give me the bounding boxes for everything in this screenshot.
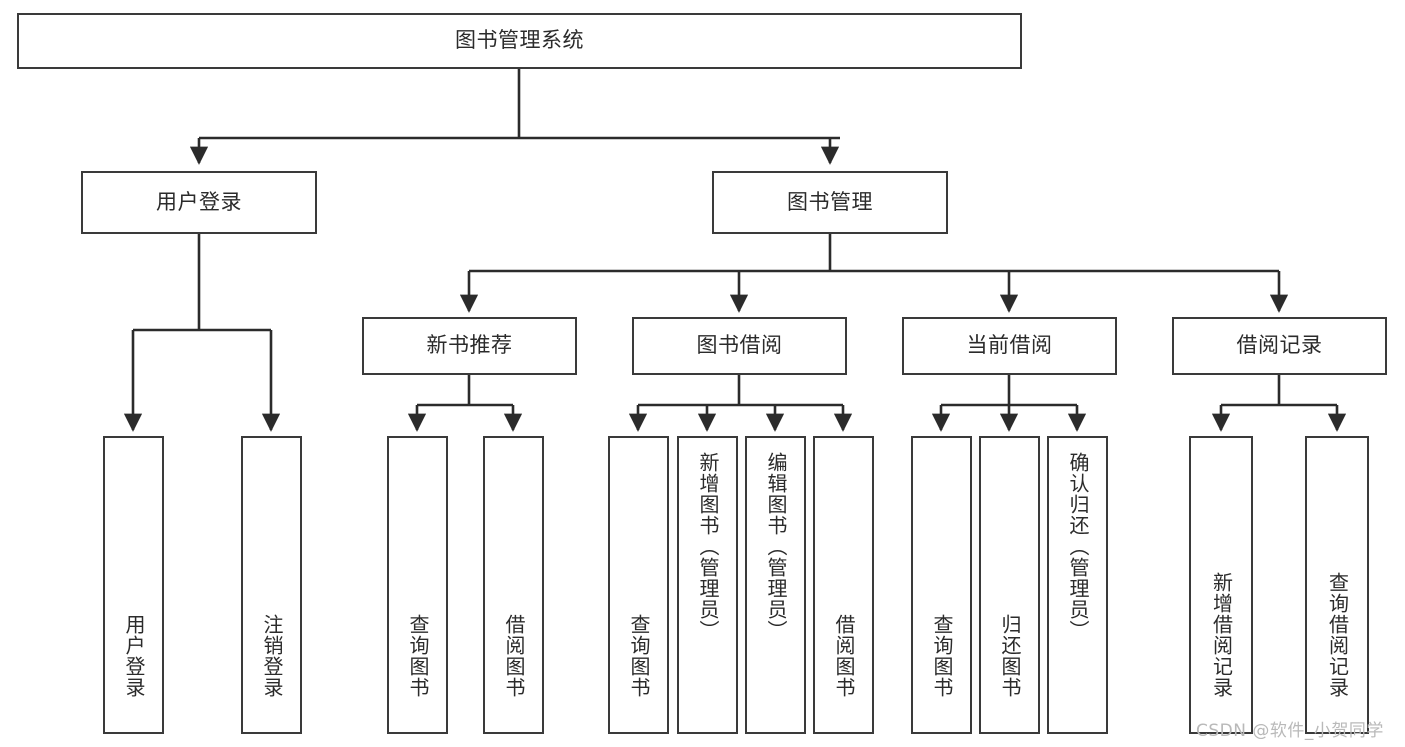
leaf-borrow-query-book[interactable]: 查询图书: [608, 436, 669, 734]
node-borrow-record-label: 借阅记录: [1236, 333, 1323, 358]
node-new-book-recommend-label: 新书推荐: [426, 333, 513, 358]
leaf-label: 查询图书: [627, 614, 651, 698]
leaf-record-add-record[interactable]: 新增借阅记录: [1189, 436, 1253, 734]
leaf-label: 借阅图书: [502, 614, 526, 698]
node-book-management[interactable]: 图书管理: [712, 171, 948, 234]
node-book-borrow-label: 图书借阅: [696, 333, 783, 358]
leaf-user-login-logout[interactable]: 注销登录: [241, 436, 302, 734]
leaf-label: 注销登录: [260, 614, 284, 698]
leaf-label: 查询借阅记录: [1325, 572, 1350, 698]
node-user-login-label: 用户登录: [156, 189, 242, 214]
node-root[interactable]: 图书管理系统: [17, 13, 1022, 69]
leaf-borrow-borrow-book[interactable]: 借阅图书: [813, 436, 874, 734]
leaf-new-book-borrow[interactable]: 借阅图书: [483, 436, 544, 734]
leaf-label: 确认归还（管理员）: [1066, 452, 1090, 641]
node-user-login[interactable]: 用户登录: [81, 171, 317, 234]
node-book-borrow[interactable]: 图书借阅: [632, 317, 847, 375]
leaf-user-login-login[interactable]: 用户登录: [103, 436, 164, 734]
leaf-current-confirm-return-admin[interactable]: 确认归还（管理员）: [1047, 436, 1108, 734]
node-root-label: 图书管理系统: [455, 28, 584, 53]
leaf-borrow-edit-book-admin[interactable]: 编辑图书（管理员）: [745, 436, 806, 734]
leaf-borrow-add-book-admin[interactable]: 新增图书（管理员）: [677, 436, 738, 734]
leaf-label: 查询图书: [930, 614, 954, 698]
node-book-management-label: 图书管理: [787, 189, 873, 214]
leaf-label: 新增借阅记录: [1209, 572, 1234, 698]
leaf-label: 用户登录: [122, 614, 146, 698]
leaf-record-query-record[interactable]: 查询借阅记录: [1305, 436, 1369, 734]
csdn-watermark: CSDN @软件_小贺同学: [1196, 721, 1384, 741]
leaf-label: 新增图书（管理员）: [696, 452, 720, 641]
node-current-borrow[interactable]: 当前借阅: [902, 317, 1117, 375]
leaf-label: 编辑图书（管理员）: [764, 452, 788, 641]
leaf-label: 归还图书: [998, 614, 1022, 698]
node-new-book-recommend[interactable]: 新书推荐: [362, 317, 577, 375]
leaf-current-return-book[interactable]: 归还图书: [979, 436, 1040, 734]
node-borrow-record[interactable]: 借阅记录: [1172, 317, 1387, 375]
node-current-borrow-label: 当前借阅: [966, 333, 1053, 358]
leaf-label: 查询图书: [406, 614, 430, 698]
leaf-label: 借阅图书: [832, 614, 856, 698]
leaf-new-book-query[interactable]: 查询图书: [387, 436, 448, 734]
leaf-current-query-book[interactable]: 查询图书: [911, 436, 972, 734]
